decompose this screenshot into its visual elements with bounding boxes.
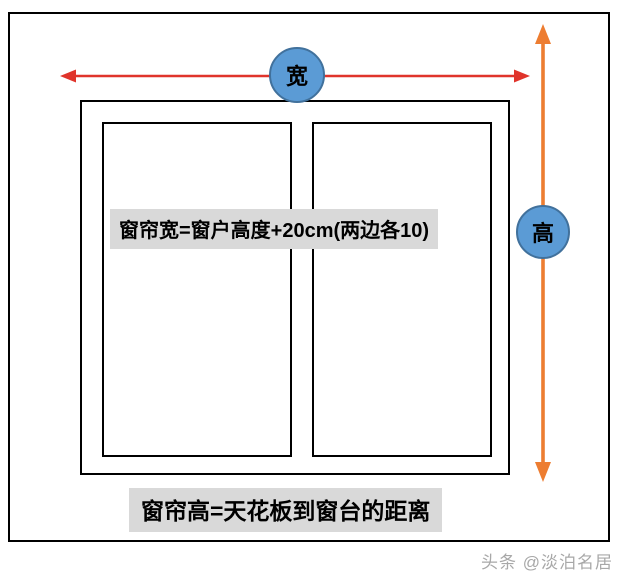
watermark: 头条 @淡泊名居 bbox=[481, 553, 613, 572]
curtain-height-formula: 窗帘高=天花板到窗台的距离 bbox=[129, 488, 443, 532]
window-pane-left bbox=[102, 122, 292, 457]
height-badge: 高 bbox=[516, 205, 570, 259]
window-frame bbox=[80, 100, 510, 475]
curtain-width-formula: 窗帘宽=窗户高度+20cm(两边各10) bbox=[110, 209, 439, 249]
height-badge-label: 高 bbox=[531, 221, 554, 246]
window-pane-right bbox=[312, 122, 492, 457]
width-badge: 宽 bbox=[269, 47, 325, 103]
width-badge-label: 宽 bbox=[285, 64, 308, 89]
